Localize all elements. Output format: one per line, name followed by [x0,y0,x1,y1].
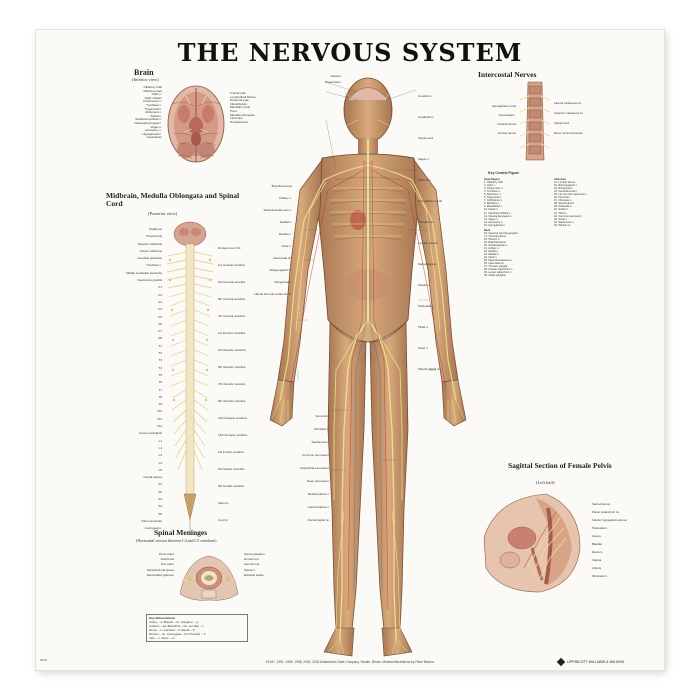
brain-illustration [167,85,225,163]
meninges-title: Spinal Meninges [154,528,208,537]
intercostal-right-labels: Lateral cutaneous br.Anterior cutaneous … [554,101,584,135]
spinal-subtitle: (Posterior view) [148,211,178,216]
brain-subtitle: (Inferior view) [132,77,159,82]
meninges-illustration [179,555,239,601]
key-abbreviations-table: Key Abbreviations Artery – a. Branch – b… [146,614,248,642]
publisher-logo: LIPPINCOTT WILLIAMS & WILKINS [556,657,624,667]
key-title: Key Central Figure [488,171,520,175]
pelvis-illustration [483,493,581,593]
brain-title: Brain [134,68,154,77]
product-code: 9545 [40,658,47,662]
pelvis-subtitle: (Left half) [536,480,555,485]
key-abbreviations-title: Key Abbreviations [149,616,176,620]
intercostal-title: Intercostal Nerves [478,70,537,79]
spinal-cord-illustration [166,221,214,532]
central-body-illustration [269,77,467,657]
meninges-subtitle: (Horizontal section between C4 and C5 ve… [136,538,217,543]
poster-title: THE NERVOUS SYSTEM [177,38,523,67]
spinal-title: Midbrain, Medulla Oblongata and Spinal C… [106,191,240,208]
publisher-logo-text: LIPPINCOTT WILLIAMS & WILKINS [567,659,624,664]
intercostal-illustration [519,81,551,161]
pelvis-title: Sagittal Section of Female Pelvis [508,461,612,470]
copyright-footer: ©1947, 1991, 1996, 1998, 2000, 2003 Anat… [265,660,435,664]
publisher-logo-icon [556,657,566,667]
anatomy-poster: THE NERVOUS SYSTEM Brain (Inferior view)… [36,30,664,670]
body-left-lower-labels: Femoral n.Obturator n.Saphenous n.Common… [300,414,330,522]
leader-lines [297,81,436,471]
body-left-upper-labels: Facial n.Trigeminal n. [324,74,342,84]
